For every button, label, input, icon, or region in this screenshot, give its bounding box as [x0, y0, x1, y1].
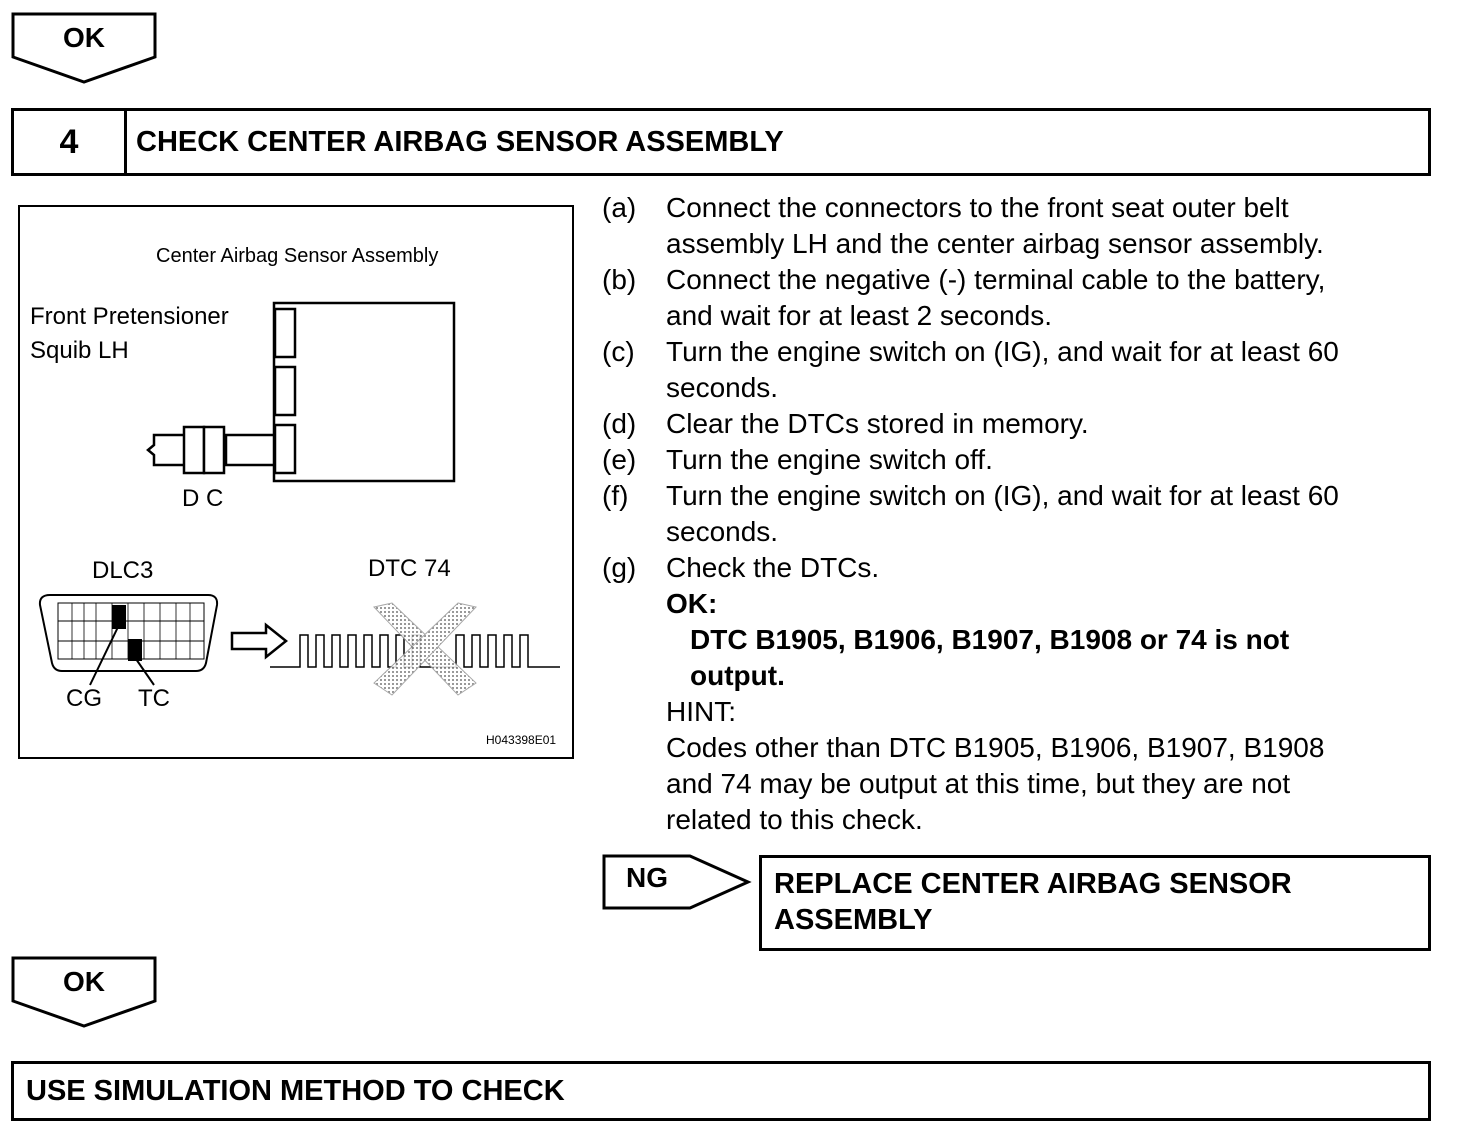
dlc3-label: DLC3	[92, 557, 154, 584]
ng-result-line1: REPLACE CENTER AIRBAG SENSOR	[774, 868, 1292, 900]
instruction-d: (d) Clear the DTCs stored in memory.	[602, 408, 1089, 439]
instruction-b: (b) Connect the negative (-) terminal ca…	[602, 264, 1326, 331]
ok-label: OK	[63, 966, 105, 997]
squib-label-line2: Squib LH	[30, 337, 129, 364]
instruction-a: (a) Connect the connectors to the front …	[602, 192, 1324, 259]
instruction-f: (f) Turn the engine switch on (IG), and …	[602, 480, 1339, 547]
ok-criteria-line1: DTC B1905, B1906, B1907, B1908 or 74 is …	[690, 624, 1290, 655]
wiring-diagram	[38, 301, 560, 696]
ok-tag-top: OK	[11, 12, 157, 86]
instruction-g: (g) Check the DTCs.	[602, 552, 880, 583]
ng-result-line2: ASSEMBLY	[774, 904, 933, 936]
instruction-c: (c) Turn the engine switch on (IG), and …	[602, 336, 1339, 403]
instruction-e: (e) Turn the engine switch off.	[602, 444, 993, 475]
tc-label: TC	[138, 685, 170, 712]
squib-label-line1: Front Pretensioner	[30, 303, 229, 330]
step-number: 4	[14, 111, 127, 173]
ok-arrow-shape	[11, 12, 157, 84]
connector-half-d	[182, 425, 206, 475]
ng-label: NG	[626, 862, 668, 893]
cg-terminal	[112, 605, 126, 629]
figure-title: Center Airbag Sensor Assembly	[156, 245, 439, 267]
dtc-waveform	[270, 634, 560, 668]
hint-line1: Codes other than DTC B1905, B1906, B1907…	[666, 732, 1325, 763]
ok-heading: OK:	[666, 588, 718, 619]
ng-arrow-shape	[602, 854, 752, 910]
cg-label: CG	[66, 685, 102, 712]
squib-plug	[146, 433, 184, 467]
arrow-icon	[230, 622, 289, 660]
ok-label: OK	[63, 22, 105, 53]
sensor-connector-3	[273, 423, 297, 475]
connector-label: D C	[182, 485, 224, 512]
invalid-x-mark	[373, 602, 477, 696]
connector-half-c	[202, 425, 226, 475]
hint-heading: HINT:	[666, 696, 736, 727]
ok-criteria-line2: output.	[690, 660, 785, 691]
hint-line2: and 74 may be output at this time, but t…	[666, 768, 1291, 799]
ok-tag-bottom: OK	[11, 956, 157, 1030]
figure-code: H043398E01	[486, 733, 557, 747]
instruction-list: (a) Connect the connectors to the front …	[602, 190, 1452, 838]
figure-panel: Center Airbag Sensor Assembly Front Pret…	[18, 205, 574, 759]
dtc-label: DTC 74	[368, 555, 451, 582]
step-header: 4 CHECK CENTER AIRBAG SENSOR ASSEMBLY	[11, 108, 1431, 176]
hint-line3: related to this check.	[666, 804, 923, 835]
ng-result-box: REPLACE CENTER AIRBAG SENSOR ASSEMBLY	[759, 855, 1431, 951]
step-title: CHECK CENTER AIRBAG SENSOR ASSEMBLY	[136, 126, 784, 158]
sensor-connector-1	[273, 307, 297, 359]
ok-arrow-shape	[11, 956, 157, 1028]
sensor-connector-2	[273, 365, 297, 417]
final-step-box: USE SIMULATION METHOD TO CHECK	[11, 1061, 1431, 1121]
ng-tag: NG	[602, 854, 752, 910]
sensor-assembly-body	[272, 301, 456, 483]
tc-terminal	[128, 639, 142, 661]
